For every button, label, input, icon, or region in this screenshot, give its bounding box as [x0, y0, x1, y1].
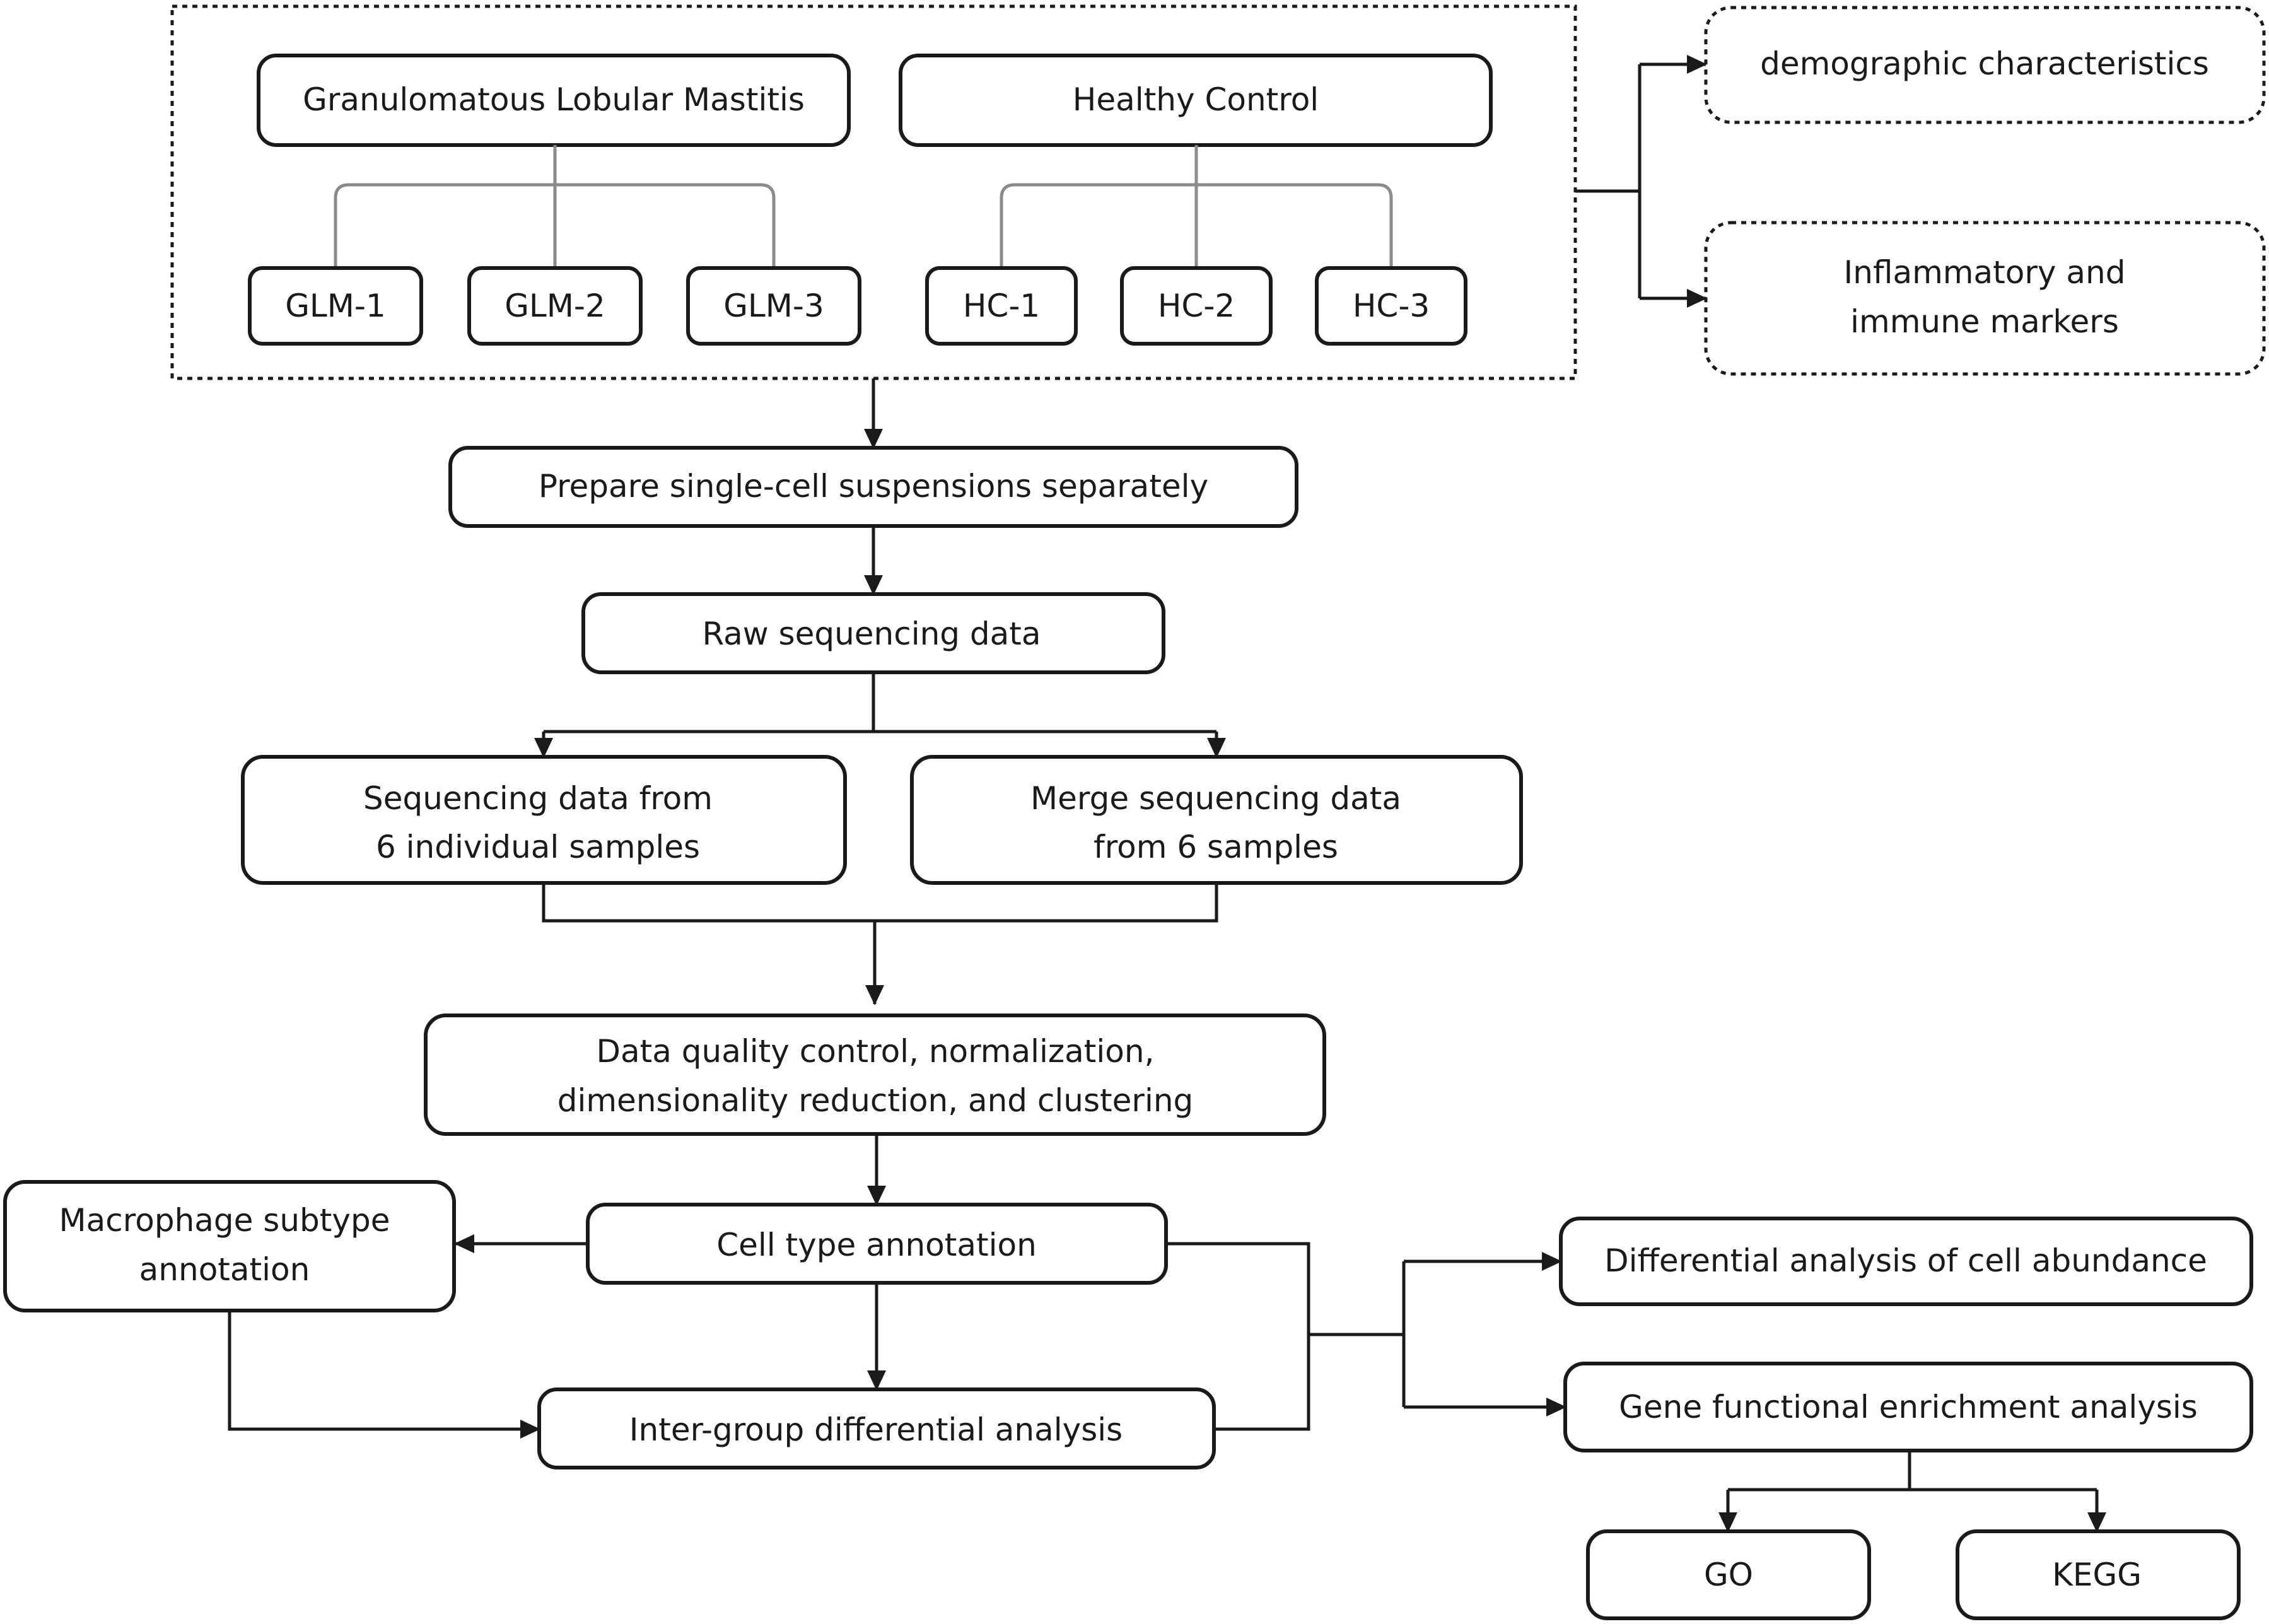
intergroup-node: Inter-group differential analysis	[537, 1387, 1216, 1469]
individual-label-line2: 6 individual samples	[376, 829, 700, 865]
glm2-node: GLM-2	[467, 266, 643, 346]
demographic-label: demographic characteristics	[1760, 45, 2209, 82]
analysis-branch-connector	[1166, 1242, 1566, 1431]
diff-abundance-label: Differential analysis of cell abundance	[1604, 1242, 2207, 1279]
glm3-node: GLM-3	[686, 266, 861, 346]
raw-node: Raw sequencing data	[581, 592, 1165, 674]
inflammatory-label-line2: immune markers	[1850, 303, 2119, 340]
macrophage-label-line1: Macrophage subtype	[59, 1202, 390, 1239]
merge-label-line1: Merge sequencing data	[1030, 780, 1401, 817]
hc1-node: HC-1	[925, 266, 1078, 346]
intergroup-label: Inter-group differential analysis	[629, 1411, 1123, 1448]
demographic-node: demographic characteristics	[1704, 6, 2266, 124]
hc2-label: HC-2	[1158, 288, 1235, 324]
glm-tree-connector	[334, 145, 776, 268]
glm1-node: GLM-1	[248, 266, 423, 346]
qc-label-line2: dimensionality reduction, and clustering	[557, 1082, 1194, 1119]
merge-node: Merge sequencing data from 6 samples	[910, 755, 1523, 885]
hc3-node: HC-3	[1315, 266, 1467, 346]
qc-label-line1: Data quality control, normalization,	[597, 1033, 1155, 1070]
macrophage-node: Macrophage subtype annotation	[3, 1180, 456, 1312]
prepare-label: Prepare single-cell suspensions separate…	[539, 468, 1208, 505]
merge-label-line2: from 6 samples	[1094, 829, 1338, 865]
clinical-branch-connector	[1575, 55, 1707, 308]
cell-type-label: Cell type annotation	[716, 1227, 1037, 1263]
enrichment-split-connector	[1718, 1451, 2106, 1533]
inflammatory-label-line1: Inflammatory and	[1844, 254, 2126, 291]
gene-enrichment-node: Gene functional enrichment analysis	[1563, 1362, 2253, 1452]
go-node: GO	[1586, 1529, 1871, 1620]
inflammatory-node: Inflammatory and immune markers	[1704, 221, 2266, 376]
prepare-node: Prepare single-cell suspensions separate…	[448, 446, 1298, 528]
kegg-node: KEGG	[1956, 1529, 2241, 1620]
hc1-label: HC-1	[963, 288, 1040, 324]
glm1-label: GLM-1	[285, 288, 386, 324]
hc-tree-connector	[1000, 145, 1393, 268]
hc-group-label: Healthy Control	[1073, 81, 1319, 118]
glm-group-node: Granulomatous Lobular Mastitis	[257, 54, 851, 147]
kegg-label: KEGG	[2052, 1557, 2142, 1593]
go-label: GO	[1704, 1557, 1753, 1593]
hc-group-node: Healthy Control	[899, 54, 1493, 147]
diff-abundance-node: Differential analysis of cell abundance	[1559, 1217, 2253, 1306]
qc-node: Data quality control, normalization, dim…	[424, 1014, 1326, 1136]
hc2-node: HC-2	[1120, 266, 1273, 346]
join-connector	[542, 883, 1218, 1005]
glm2-label: GLM-2	[505, 288, 605, 324]
arrow-macrophage-to-intergroup	[228, 1311, 540, 1439]
individual-label-line1: Sequencing data from	[363, 780, 713, 817]
raw-split-connector	[534, 672, 1226, 758]
glm-group-label: Granulomatous Lobular Mastitis	[303, 81, 805, 118]
raw-label: Raw sequencing data	[702, 616, 1041, 652]
macrophage-label-line2: annotation	[139, 1251, 310, 1288]
glm3-label: GLM-3	[723, 288, 824, 324]
cell-type-node: Cell type annotation	[586, 1203, 1168, 1285]
gene-enrichment-label: Gene functional enrichment analysis	[1619, 1389, 2198, 1425]
individual-node: Sequencing data from 6 individual sample…	[241, 755, 847, 885]
hc3-label: HC-3	[1353, 288, 1430, 324]
